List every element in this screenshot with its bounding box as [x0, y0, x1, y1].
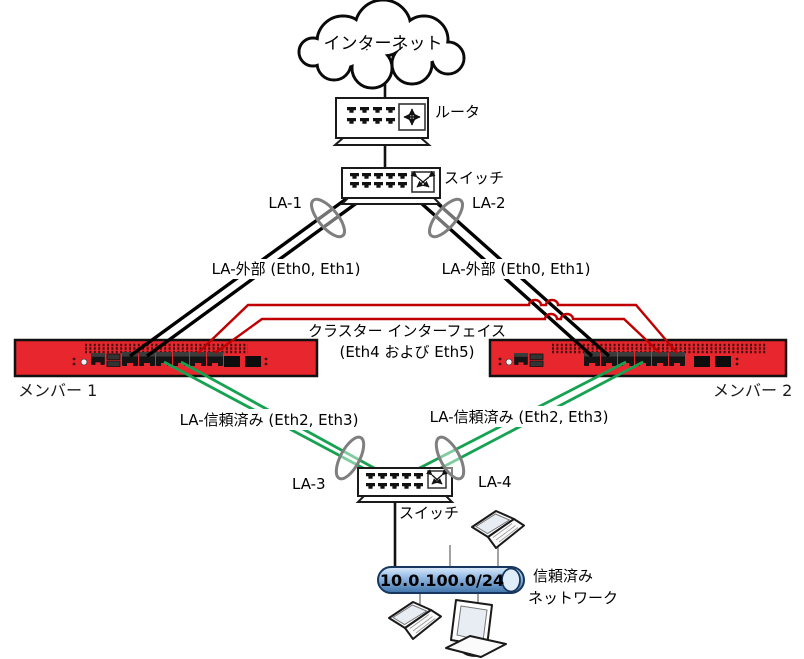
router-base — [332, 137, 432, 146]
bottom-switch-base — [355, 495, 455, 503]
trusted-link-label-right: LA-信頼済み (Eth2, Eth3) — [430, 408, 609, 426]
internet-cloud: インターネット — [297, 0, 466, 90]
external-right-label-bg — [417, 259, 615, 279]
router-arrows-icon — [398, 103, 426, 131]
la2-label: LA-2 — [472, 194, 506, 212]
router: ルータ — [332, 97, 480, 146]
firewall-member2 — [488, 338, 788, 378]
bottom-switch-label: スイッチ — [399, 504, 459, 522]
external-link-label-left: LA-外部 (Eth0, Eth1) — [212, 260, 361, 278]
firewall-member1 — [13, 338, 319, 378]
external-link-label-right: LA-外部 (Eth0, Eth1) — [442, 260, 591, 278]
router-label: ルータ — [435, 103, 480, 121]
la3-ring — [334, 435, 366, 481]
member1-label: メンバー 1 — [18, 381, 97, 400]
external-left-label-bg — [188, 259, 384, 279]
la4-ring — [434, 435, 466, 481]
trusted-right-label-bg — [420, 406, 618, 427]
la4-label: LA-4 — [478, 473, 512, 491]
la1-label: LA-1 — [268, 194, 302, 212]
trusted-network-label-line2: ネットワーク — [528, 589, 618, 607]
subnet-label: 10.0.100.0/24 — [380, 571, 504, 590]
top-switch-base — [339, 197, 443, 205]
laptop-top-icon — [471, 510, 525, 549]
la2-ring — [428, 197, 464, 239]
la3-label: LA-3 — [292, 475, 326, 493]
switch-crossover-icon — [425, 469, 449, 489]
trusted-network-label-line1: 信頼済み — [533, 567, 593, 585]
la1-ring — [310, 197, 346, 239]
laptop-bottom-icon — [388, 601, 442, 640]
trusted-link-label-left: LA-信頼済み (Eth2, Eth3) — [180, 411, 359, 429]
bottom-switch: スイッチ — [355, 467, 459, 522]
top-switch-label: スイッチ — [444, 169, 504, 187]
member2-label: メンバー 2 — [713, 381, 792, 400]
switch-crossover-icon — [410, 170, 436, 193]
desktop-computer-icon — [445, 599, 507, 658]
top-switch: スイッチ — [339, 167, 504, 205]
cluster-interface-label-line1: クラスター インターフェイス — [308, 322, 506, 340]
trusted-left-label-bg — [170, 409, 368, 430]
internet-label: インターネット — [324, 34, 443, 54]
cluster-interface-label-line2: (Eth4 および Eth5) — [339, 343, 474, 361]
cluster-links — [197, 298, 678, 354]
keyboard-icon — [445, 635, 507, 658]
trusted-network-bar: 10.0.100.0/24 — [377, 566, 525, 594]
